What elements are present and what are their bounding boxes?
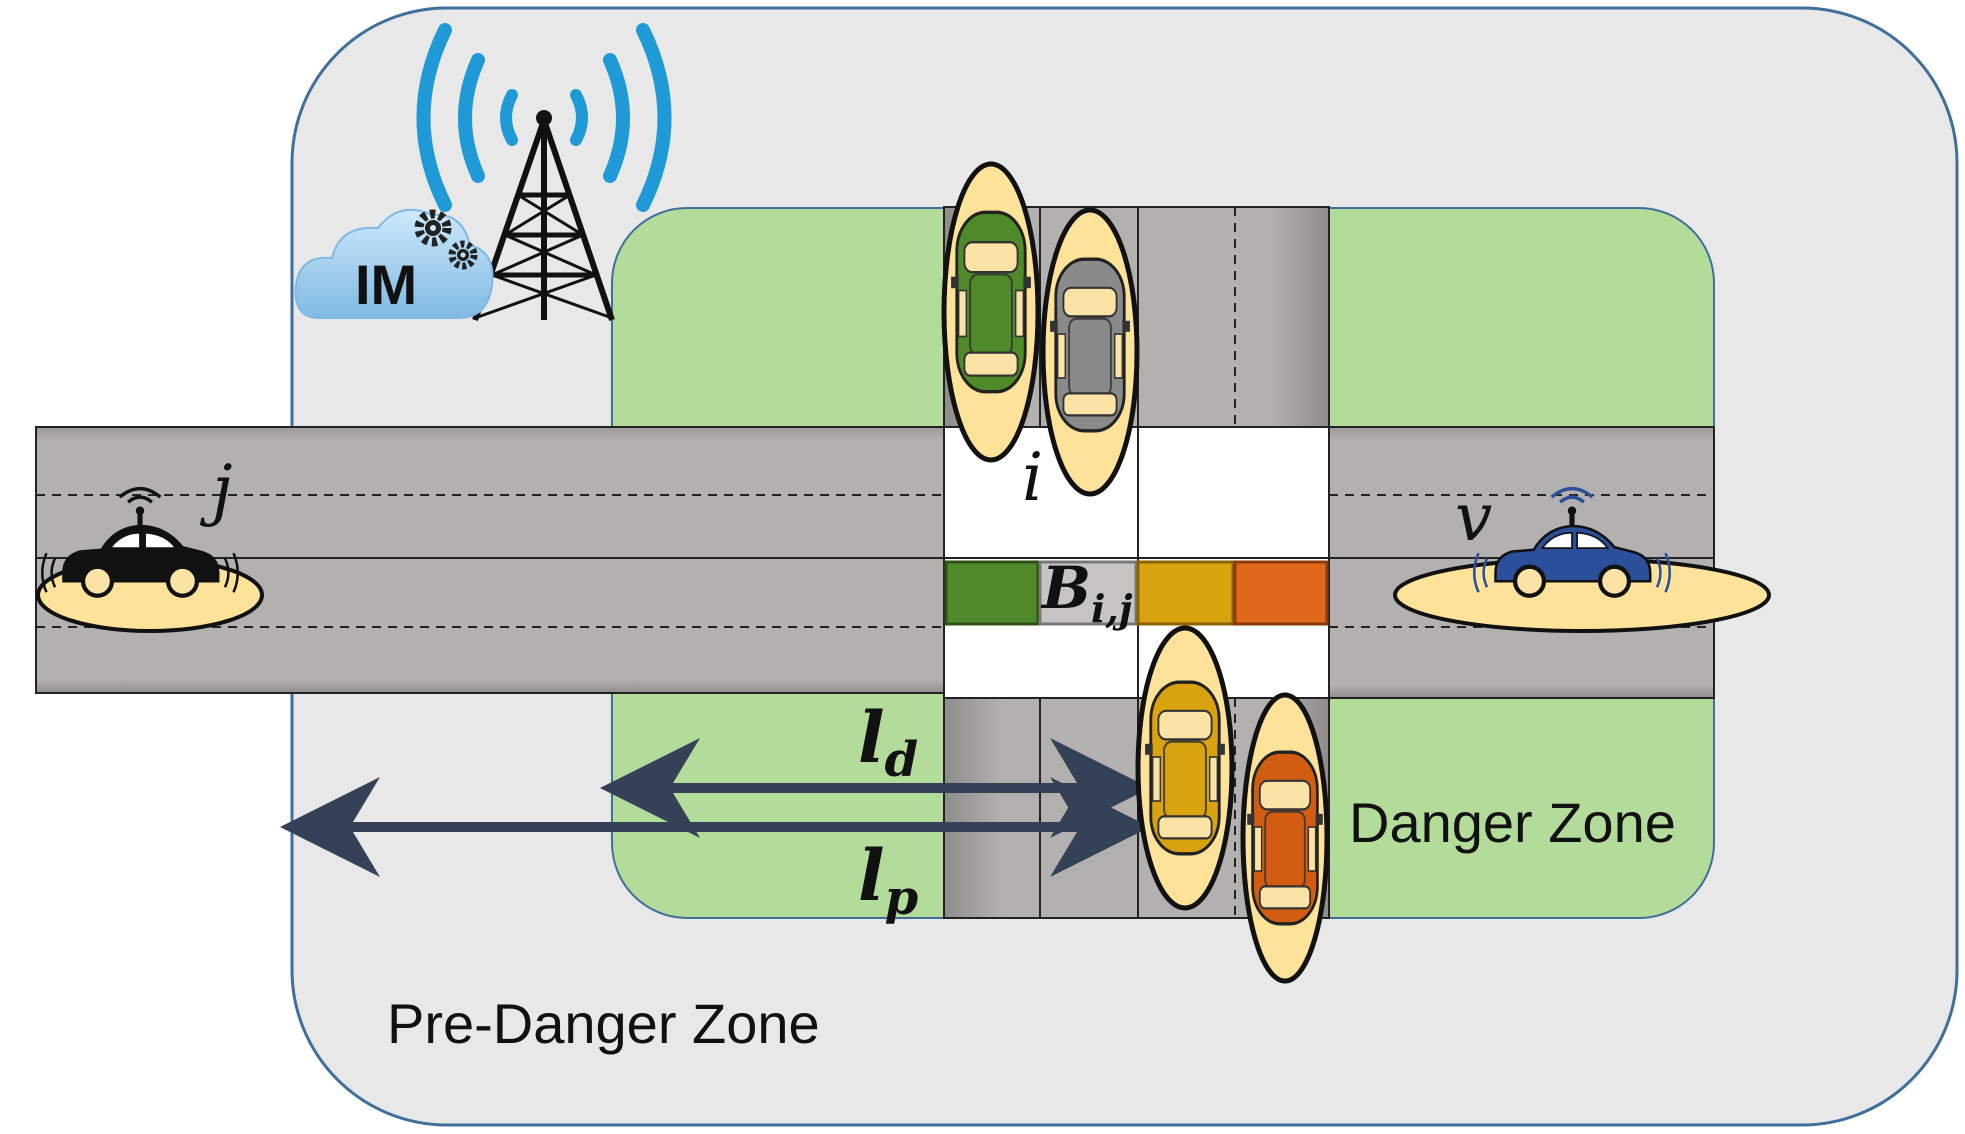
conflict-block-row (944, 560, 1329, 626)
conflict-block-yellow (1136, 560, 1235, 626)
lp-label-sub: p (885, 870, 919, 926)
vehicle-yellow-car (1135, 625, 1235, 911)
vehicle-i-label: i (1022, 439, 1043, 516)
vehicle-orange-car (1240, 692, 1330, 984)
vehicle-j-black-car (36, 489, 264, 633)
pre-danger-zone-label: Pre-Danger Zone (387, 992, 820, 1055)
lp-label-main: l (858, 834, 885, 917)
lp-label: lp (858, 834, 918, 926)
vehicle-v-label: v (1455, 479, 1492, 556)
conflict-block-orange (1233, 560, 1329, 626)
intersection-manager-label: IM (355, 253, 417, 316)
vehicle-i-gray-car (1040, 207, 1140, 497)
conflict-block-label: Bi,j (1040, 554, 1133, 631)
gears-icon (414, 209, 478, 270)
conflict-block-label-sub: i,j (1091, 586, 1133, 631)
conflict-block-label-main: B (1040, 554, 1091, 622)
ld-label: ld (858, 696, 918, 788)
conflict-block-green (944, 560, 1040, 626)
ld-label-main: l (858, 696, 885, 779)
vehicle-v-blue-car (1393, 489, 1771, 633)
danger-zone-label: Danger Zone (1349, 791, 1676, 854)
conflict-block-gray (1038, 560, 1138, 626)
ld-label-sub: d (885, 732, 919, 788)
vehicle-green-car (941, 161, 1041, 463)
wireless-signal-icon (416, 23, 672, 212)
